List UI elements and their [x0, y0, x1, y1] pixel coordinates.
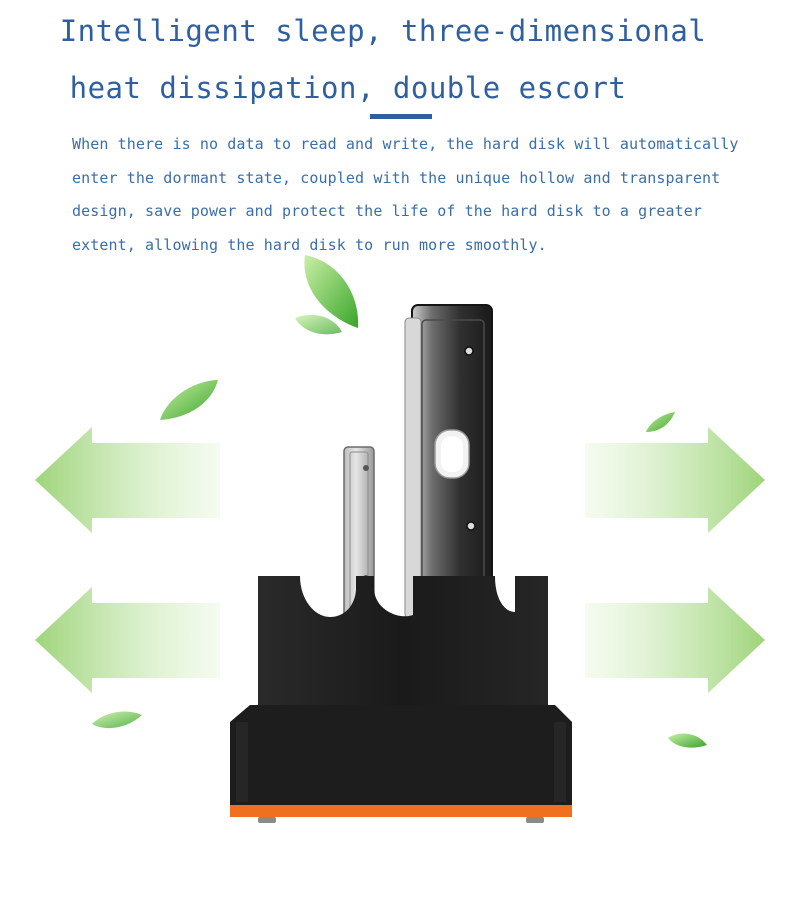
- right-arrow-icon: [585, 427, 765, 533]
- description-line: extent, allowing the hard disk to run mo…: [72, 235, 547, 254]
- description-line: design, save power and protect the life …: [72, 202, 703, 220]
- left-arrow-icon: [35, 427, 220, 533]
- heading-line-1: Intelligent sleep, three-dimensional: [59, 14, 707, 48]
- description-line: When there is no data to read and write,…: [72, 135, 739, 153]
- docking-station: [230, 576, 572, 823]
- leaf-icon: [92, 711, 142, 729]
- leaf-icon: [668, 733, 707, 748]
- description: When there is no data to read and write,…: [72, 128, 792, 262]
- leaf-icon: [160, 380, 218, 420]
- leaf-icon: [295, 314, 342, 335]
- leaf-icon: [646, 412, 675, 432]
- left-arrow-icon: [35, 587, 220, 693]
- right-arrow-icon: [585, 587, 765, 693]
- leaf-icon: [304, 255, 359, 328]
- description-line: enter the dormant state, coupled with th…: [72, 168, 721, 187]
- heading-line-2: heat dissipation, double escort: [69, 71, 627, 105]
- heading-underline: [370, 114, 432, 119]
